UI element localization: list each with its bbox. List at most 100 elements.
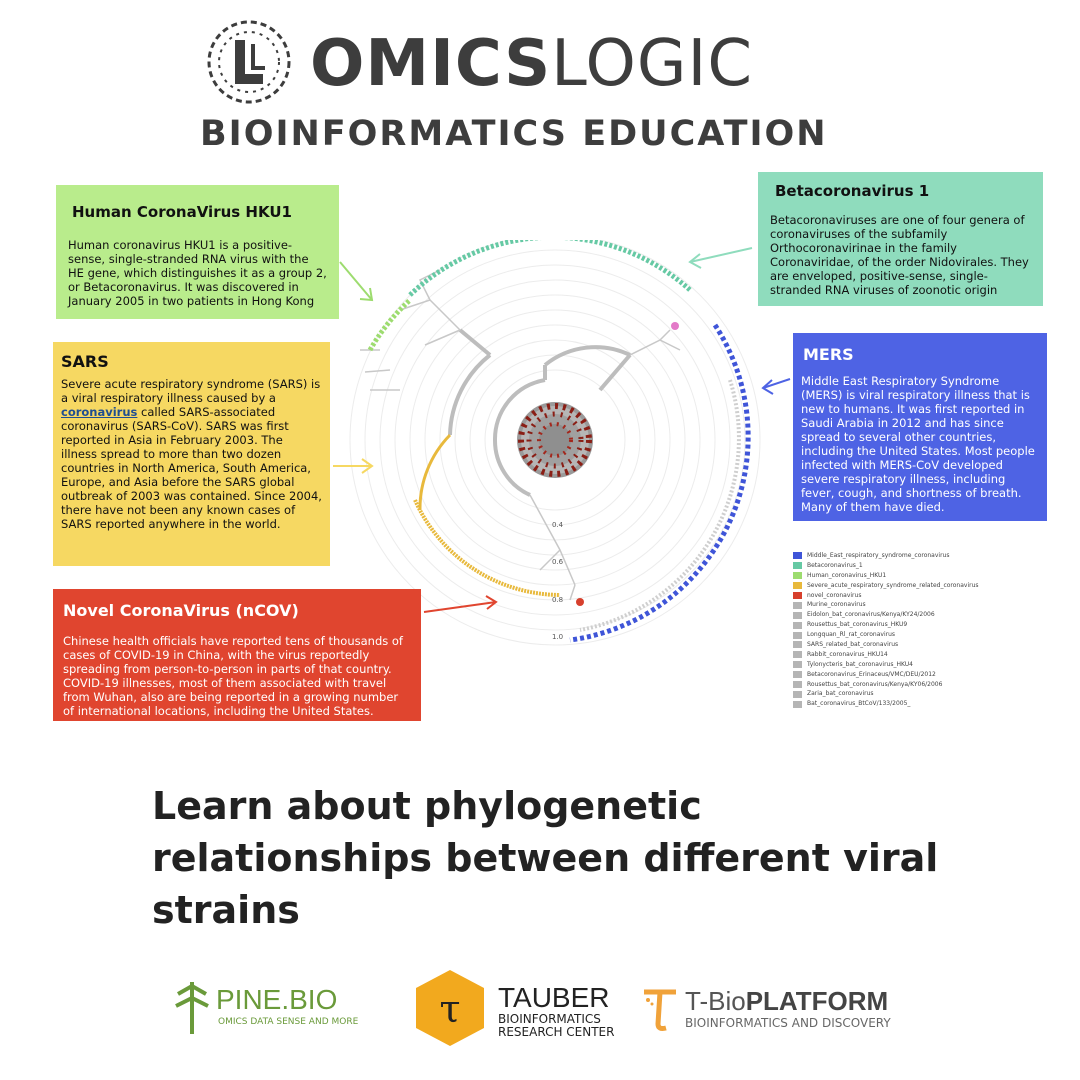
legend-label: Murine_coronavirus — [807, 601, 866, 609]
ncov-body: Chinese health officials have reported t… — [63, 634, 403, 718]
legend-item: Longquan_Rl_rat_coronavirus — [793, 630, 993, 640]
legend-item: Tylonycteris_bat_coronavirus_HKU4 — [793, 660, 993, 670]
legend-swatch — [793, 601, 802, 609]
legend-label: SARS_related_bat_coronavirus — [807, 640, 899, 648]
tbio-prefix: T-Bio — [685, 986, 746, 1016]
pine-bio-name: PINE.BIO — [216, 984, 338, 1015]
legend-item: Severe_acute_respiratory_syndrome_relate… — [793, 581, 993, 591]
tbio-t-icon — [644, 989, 676, 1031]
info-box-sars: SARS Severe acute respiratory syndrome (… — [53, 342, 330, 566]
pine-bio-logo: PINE.BIO OMICS DATA SENSE AND MORE — [174, 978, 374, 1038]
legend-label: Eidolon_bat_coronavirus/Kenya/KY24/2006 — [807, 611, 935, 619]
t-bioplatform-logo: T-BioPLATFORM BIOINFORMATICS AND DISCOVE… — [640, 984, 910, 1034]
legend-swatch — [793, 611, 802, 619]
clade-mers — [569, 323, 751, 643]
tree-legend: Middle_East_respiratory_syndrome_coronav… — [793, 551, 993, 709]
legend-label: novel_coronavirus — [807, 591, 862, 599]
sars-body-after: called SARS-associated coronavirus (SARS… — [61, 405, 322, 531]
legend-swatch — [793, 592, 802, 599]
mers-title: MERS — [803, 345, 854, 364]
tauber-subtitle-1: BIOINFORMATICS — [498, 1012, 601, 1026]
dna-ring-logo-icon — [207, 20, 291, 104]
brand-title-bold: OMICS — [310, 27, 552, 101]
info-box-novel-coronavirus: Novel CoronaVirus (nCOV) Chinese health … — [53, 589, 421, 721]
clade-betacoronavirus-1 — [408, 240, 692, 297]
legend-swatch — [793, 651, 802, 659]
legend-swatch — [793, 621, 802, 629]
pine-bio-tagline: OMICS DATA SENSE AND MORE — [218, 1017, 359, 1027]
hku1-title: Human CoronaVirus HKU1 — [72, 203, 292, 221]
legend-swatch — [793, 661, 802, 669]
beta-body: Betacoronaviruses are one of four genera… — [770, 213, 1029, 297]
brand-header: OMICSLOGIC — [195, 12, 855, 112]
legend-item: Betacoronavirus_1 — [793, 561, 993, 571]
legend-swatch — [793, 690, 802, 698]
tauber-subtitle-2: RESEARCH CENTER — [498, 1025, 615, 1039]
legend-item: Murine_coronavirus — [793, 600, 993, 610]
tree-branches — [448, 328, 632, 497]
legend-label: Severe_acute_respiratory_syndrome_relate… — [807, 581, 979, 589]
legend-label: Rabbit_coronavirus_HKU14 — [807, 650, 888, 658]
brand-title-light: LOGIC — [551, 27, 754, 101]
coronavirus-link[interactable]: coronavirus — [61, 405, 138, 419]
mers-body: Middle East Respiratory Syndrome (MERS) … — [801, 374, 1035, 514]
legend-label: Longquan_Rl_rat_coronavirus — [807, 631, 896, 639]
legend-item: Human_coronavirus_HKU1 — [793, 571, 993, 581]
phylogenetic-tree: 0.4 0.6 0.8 1.0 — [349, 240, 761, 646]
clade-hku1 — [367, 298, 412, 352]
info-box-betacoronavirus-1: Betacoronavirus 1 Betacoronaviruses are … — [758, 172, 1043, 306]
legend-label: Human_coronavirus_HKU1 — [807, 571, 887, 579]
t-bioplatform-name: T-BioPLATFORM — [685, 986, 888, 1016]
clade-sars-stem — [418, 433, 452, 511]
brand-title: OMICSLOGIC — [310, 26, 753, 102]
scale-label-0-8: 0.8 — [552, 596, 563, 604]
legend-label: Tylonycteris_bat_coronavirus_HKU4 — [807, 660, 913, 668]
sars-body: Severe acute respiratory syndrome (SARS)… — [61, 377, 322, 531]
legend-label: Betacoronavirus_1 — [807, 561, 863, 569]
tauber-name: TAUBER — [498, 982, 610, 1013]
legend-swatch — [793, 631, 802, 639]
ncov-title: Novel CoronaVirus (nCOV) — [63, 601, 299, 620]
sars-body-before: Severe acute respiratory syndrome (SARS)… — [61, 377, 321, 405]
legend-item: Eidolon_bat_coronavirus/Kenya/KY24/2006 — [793, 610, 993, 620]
brand-subtitle: BIOINFORMATICS EDUCATION — [200, 114, 828, 154]
legend-item: novel_coronavirus — [793, 591, 993, 601]
legend-swatch — [793, 552, 802, 560]
legend-item: Zaria_bat_coronavirus — [793, 689, 993, 699]
sars-title: SARS — [61, 352, 109, 371]
coronavirus-illustration — [517, 402, 593, 478]
legend-swatch — [793, 700, 802, 708]
tau-hexagon-icon: τ — [416, 970, 484, 1046]
tauber-logo: τ TAUBER BIOINFORMATICS RESEARCH CENTER — [414, 968, 634, 1048]
beta-title: Betacoronavirus 1 — [775, 182, 930, 200]
legend-item: Rousettus_bat_coronavirus/Kenya/KY06/200… — [793, 680, 993, 690]
tagline: Learn about phylogenetic relationships b… — [152, 784, 939, 932]
t-bioplatform-tagline: BIOINFORMATICS AND DISCOVERY — [685, 1016, 891, 1030]
legend-label: Zaria_bat_coronavirus — [807, 690, 874, 698]
legend-item: Middle_East_respiratory_syndrome_coronav… — [793, 551, 993, 561]
legend-item: Betacoronavirus_Erinaceus/VMC/DEU/2012 — [793, 670, 993, 680]
svg-text:τ: τ — [439, 987, 460, 1031]
info-box-hku1: Human CoronaVirus HKU1 Human coronavirus… — [56, 185, 339, 319]
mers-pink-node — [671, 322, 679, 330]
legend-swatch — [793, 582, 802, 590]
legend-label: Middle_East_respiratory_syndrome_coronav… — [807, 551, 950, 559]
pine-tree-icon — [175, 982, 209, 1034]
legend-label: Rousettus_bat_coronavirus_HKU9 — [807, 621, 908, 629]
legend-swatch — [793, 562, 802, 570]
novel-coronavirus-node — [576, 598, 584, 606]
legend-label: Betacoronavirus_Erinaceus/VMC/DEU/2012 — [807, 670, 936, 678]
info-box-mers: MERS Middle East Respiratory Syndrome (M… — [793, 333, 1047, 521]
legend-item: Rabbit_coronavirus_HKU14 — [793, 650, 993, 660]
legend-swatch — [793, 572, 802, 580]
scale-label-0-6: 0.6 — [552, 558, 564, 566]
tbio-strong: PLATFORM — [745, 986, 889, 1016]
legend-swatch — [793, 681, 802, 689]
legend-item: Rousettus_bat_coronavirus_HKU9 — [793, 620, 993, 630]
scale-label-1-0: 1.0 — [552, 633, 563, 641]
legend-swatch — [793, 641, 802, 649]
legend-label: Bat_coronavirus_BtCoV/133/2005_ — [807, 700, 911, 708]
legend-item: Bat_coronavirus_BtCoV/133/2005_ — [793, 699, 993, 709]
clade-grey-outer — [579, 379, 741, 632]
legend-label: Rousettus_bat_coronavirus/Kenya/KY06/200… — [807, 680, 943, 688]
